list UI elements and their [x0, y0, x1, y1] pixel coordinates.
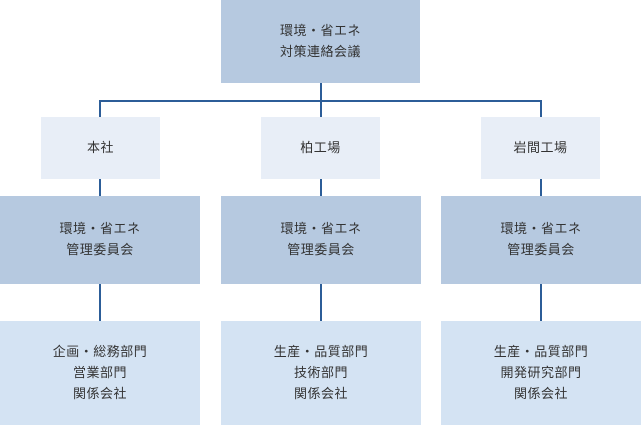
departments-box-iwama: 生産・品質部門 開発研究部門 関係会社 — [441, 321, 641, 425]
connector-committee-dept-left — [99, 284, 101, 321]
connector-site-committee-left — [99, 179, 101, 196]
department-item: 営業部門 — [72, 365, 127, 381]
department-item: 関係会社 — [72, 386, 127, 402]
connector-site-committee-center — [320, 179, 322, 196]
departments-box-kashiwa: 生産・品質部門 技術部門 関係会社 — [221, 321, 421, 425]
department-item: 開発研究部門 — [500, 365, 582, 381]
committee-line-1: 環境・省エネ — [500, 222, 582, 237]
committee-line-2: 管理委員会 — [66, 243, 134, 258]
committee-line-1: 環境・省エネ — [59, 222, 141, 237]
site-box-iwama: 岩間工場 — [481, 117, 600, 179]
connector-committee-dept-center — [320, 284, 322, 321]
connector-drop-center — [320, 100, 322, 117]
connector-top-vertical — [320, 83, 322, 101]
top-council-box: 環境・省エネ 対策連絡会議 — [221, 0, 420, 83]
committee-box-iwama: 環境・省エネ 管理委員会 — [441, 196, 641, 284]
departments-box-honsha: 企画・総務部門 営業部門 関係会社 — [0, 321, 200, 425]
top-council-line-1: 環境・省エネ — [279, 23, 361, 39]
site-box-kashiwa: 柏工場 — [261, 117, 380, 179]
committee-line-2: 管理委員会 — [287, 243, 355, 258]
connector-site-committee-right — [540, 179, 542, 196]
department-item: 生産・品質部門 — [493, 344, 589, 360]
connector-drop-left — [99, 100, 101, 117]
committee-line-1: 環境・省エネ — [280, 222, 362, 237]
department-item: 関係会社 — [293, 386, 348, 402]
department-item: 技術部門 — [293, 365, 348, 381]
committee-box-kashiwa: 環境・省エネ 管理委員会 — [221, 196, 421, 284]
department-item: 生産・品質部門 — [273, 344, 369, 360]
department-item: 企画・総務部門 — [52, 344, 148, 360]
site-label: 岩間工場 — [513, 140, 568, 156]
connector-drop-right — [540, 100, 542, 117]
connector-committee-dept-right — [540, 284, 542, 321]
site-box-honsha: 本社 — [41, 117, 160, 179]
committee-line-2: 管理委員会 — [507, 243, 575, 258]
site-label: 本社 — [86, 140, 114, 156]
committee-box-honsha: 環境・省エネ 管理委員会 — [0, 196, 200, 284]
department-item: 関係会社 — [513, 386, 568, 402]
site-label: 柏工場 — [300, 140, 341, 156]
top-council-line-2: 対策連絡会議 — [279, 44, 361, 60]
